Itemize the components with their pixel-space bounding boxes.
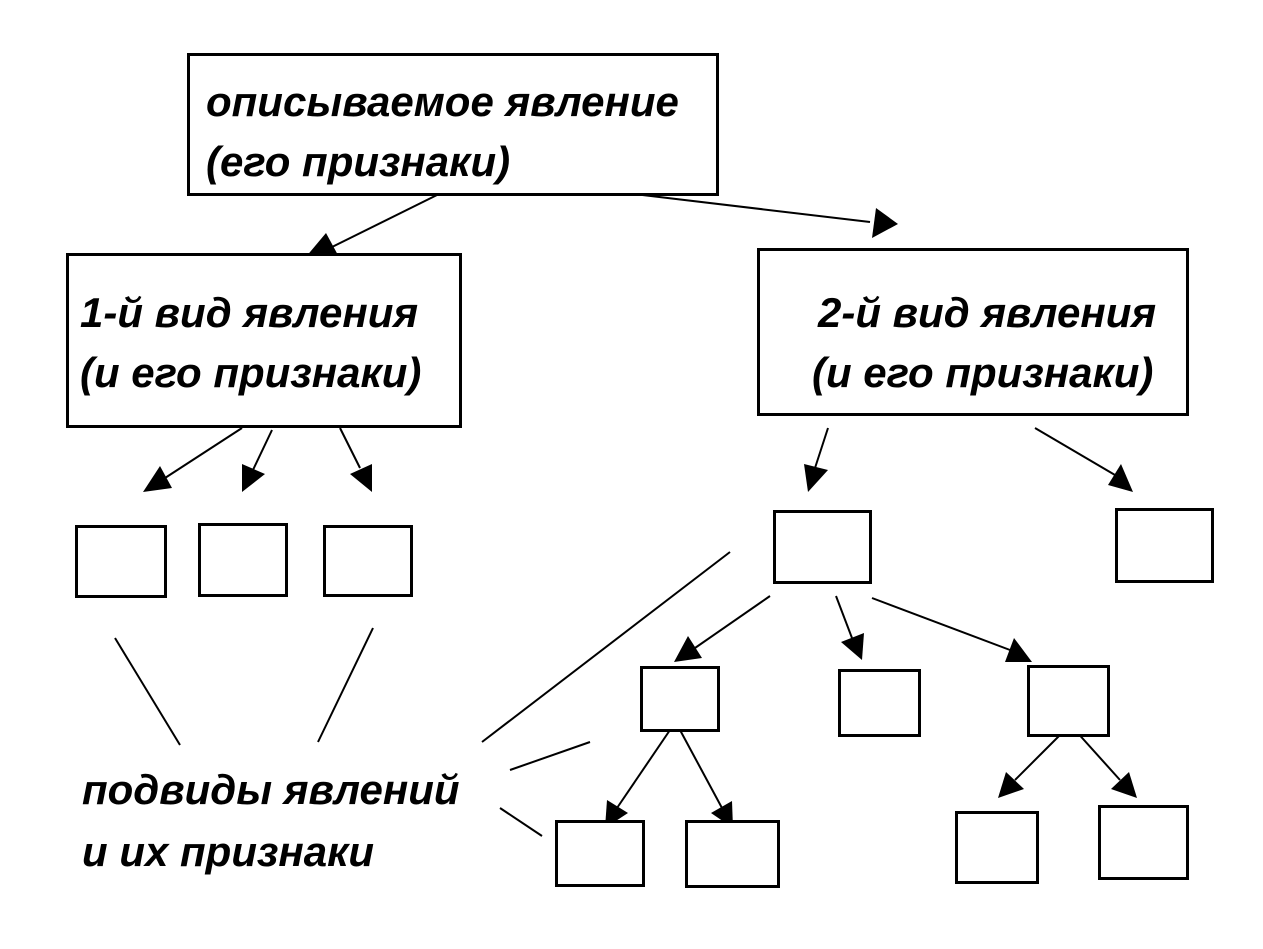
subtypes-caption-line-1: подвиды явлений [82,766,460,813]
caption-pointer [509,741,591,771]
arrow-type1-to-sub2 [251,429,273,473]
arrowhead [143,466,172,492]
subtype-box [838,669,921,737]
type1-box [66,253,462,428]
arrow-root-to-type1 [329,194,438,249]
arrowhead [242,464,265,492]
caption-pointer [114,637,181,746]
root-box [187,53,719,196]
arrowhead [998,772,1024,798]
root-line-2: (его признаки) [206,138,511,185]
subtype-box [773,510,872,584]
arrow-sub-a-to-g2 [835,595,853,639]
subtype-box [685,820,780,888]
arrowhead [872,208,898,238]
arrowhead [674,636,702,662]
subtypes-caption-line-2: и их признаки [82,828,375,875]
arrow-sub-a-to-g3 [871,597,1011,651]
type1-line-1: 1-й вид явления [80,289,419,336]
caption-pointer [481,551,731,743]
arrow-sub-a-to-g1 [694,595,771,649]
arrowhead [804,464,828,492]
subtype-box [198,523,288,597]
arrow-g1-to-l2 [679,729,723,809]
root-line-1: описываемое явление [206,78,679,125]
subtype-box [1027,665,1110,737]
arrow-g3-to-l4 [1074,729,1121,781]
caption-pointer [317,627,374,743]
type2-box [757,248,1189,416]
arrow-g3-to-l3 [1014,729,1066,781]
subtype-box [1115,508,1214,583]
arrow-type2-to-sub-a [814,427,829,469]
subtype-box [323,525,413,597]
arrow-g1-to-l1 [616,729,671,809]
arrowhead [350,464,372,492]
type2-line-2: (и его признаки) [812,349,1154,396]
subtype-box [75,525,167,598]
arrowhead [841,633,864,660]
type1-line-2: (и его признаки) [80,349,422,396]
arrow-type1-to-sub3 [339,427,361,469]
subtype-box [555,820,645,887]
arrowhead [305,233,339,258]
caption-pointer [499,807,543,837]
subtype-box [1098,805,1189,880]
arrowhead [1111,772,1137,798]
arrowhead [1108,464,1133,492]
subtype-box [640,666,720,732]
arrow-type1-to-sub1 [164,427,243,479]
subtype-box [955,811,1039,884]
type2-line-1: 2-й вид явления [818,289,1157,336]
arrow-type2-to-sub-b [1034,427,1116,476]
arrowhead [1005,638,1032,662]
